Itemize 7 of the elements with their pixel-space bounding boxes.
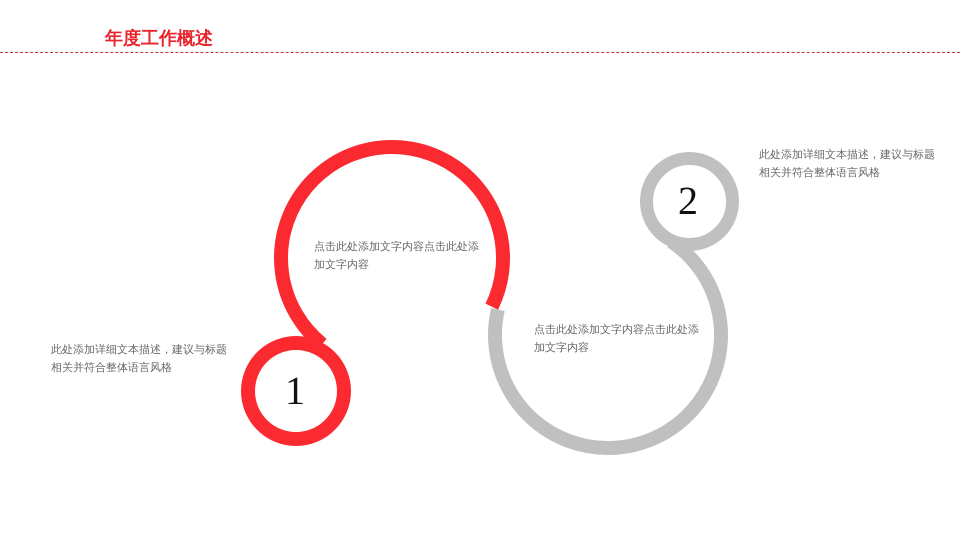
body-text: 点击此处添加文字内容点击此处添加文字内容	[314, 240, 479, 273]
description-text: 此处添加详细文本描述，建议与标题相关并符合整体语言风格	[51, 342, 228, 376]
step-number: 2	[678, 181, 698, 221]
description-text: 此处添加详细文本描述，建议与标题相关并符合整体语言风格	[759, 148, 936, 181]
step-number: 1	[285, 371, 305, 411]
slide-title: 年度工作概述	[105, 27, 213, 50]
body-text: 点击此处添加文字内容点击此处添加文字内容	[534, 322, 699, 356]
